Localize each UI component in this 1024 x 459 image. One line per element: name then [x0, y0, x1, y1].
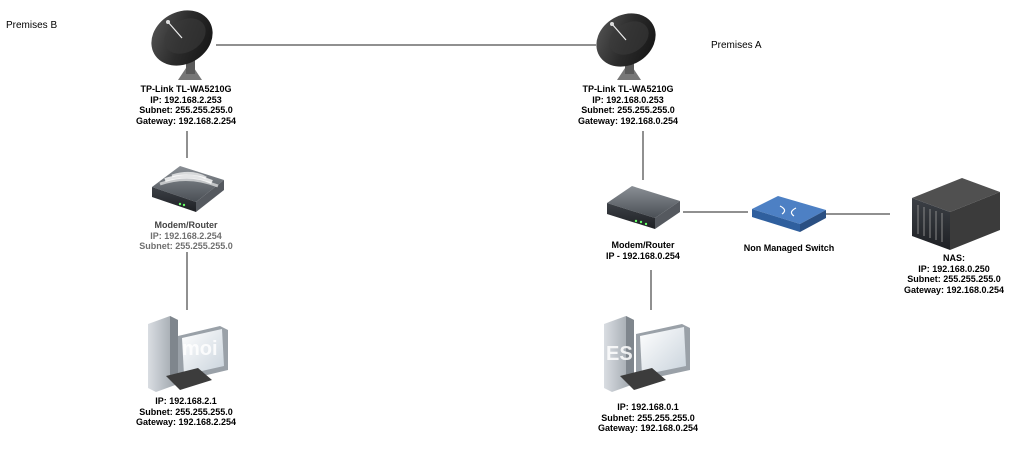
router-a-label: Modem/Router IP - 192.168.0.254 — [606, 240, 680, 261]
router-b-label: Modem/Router IP: 192.168.2.254 Subnet: 2… — [139, 220, 233, 251]
pc-b-label: IP: 192.168.2.1 Subnet: 255.255.255.0 Ga… — [135, 396, 237, 427]
nas-server-icon — [912, 178, 1000, 250]
pc-a-screen-text: ES — [606, 343, 633, 365]
premises-b-label: Premises B — [6, 20, 58, 31]
modem-router-a-icon — [607, 186, 680, 229]
desktop-pc-a-icon — [604, 316, 690, 392]
modem-router-b-icon — [152, 166, 224, 212]
satellite-dish-a-icon — [596, 13, 656, 80]
connection-lines — [186, 44, 890, 310]
pc-a-label: IP: 192.168.0.1 Subnet: 255.255.255.0 Ga… — [597, 402, 699, 433]
premises-a-label: Premises A — [711, 40, 762, 51]
switch-label: Non Managed Switch — [743, 243, 835, 253]
ap-a-label: TP-Link TL-WA5210G IP: 192.168.0.253 Sub… — [577, 84, 679, 126]
desktop-pc-b-icon — [148, 316, 228, 392]
satellite-dish-b-icon — [151, 10, 213, 80]
network-switch-icon — [752, 196, 826, 232]
pc-b-screen-text: moi — [182, 338, 218, 360]
ap-b-label: TP-Link TL-WA5210G IP: 192.168.2.253 Sub… — [135, 84, 237, 126]
nas-label: NAS: IP: 192.168.0.250 Subnet: 255.255.2… — [903, 253, 1005, 295]
